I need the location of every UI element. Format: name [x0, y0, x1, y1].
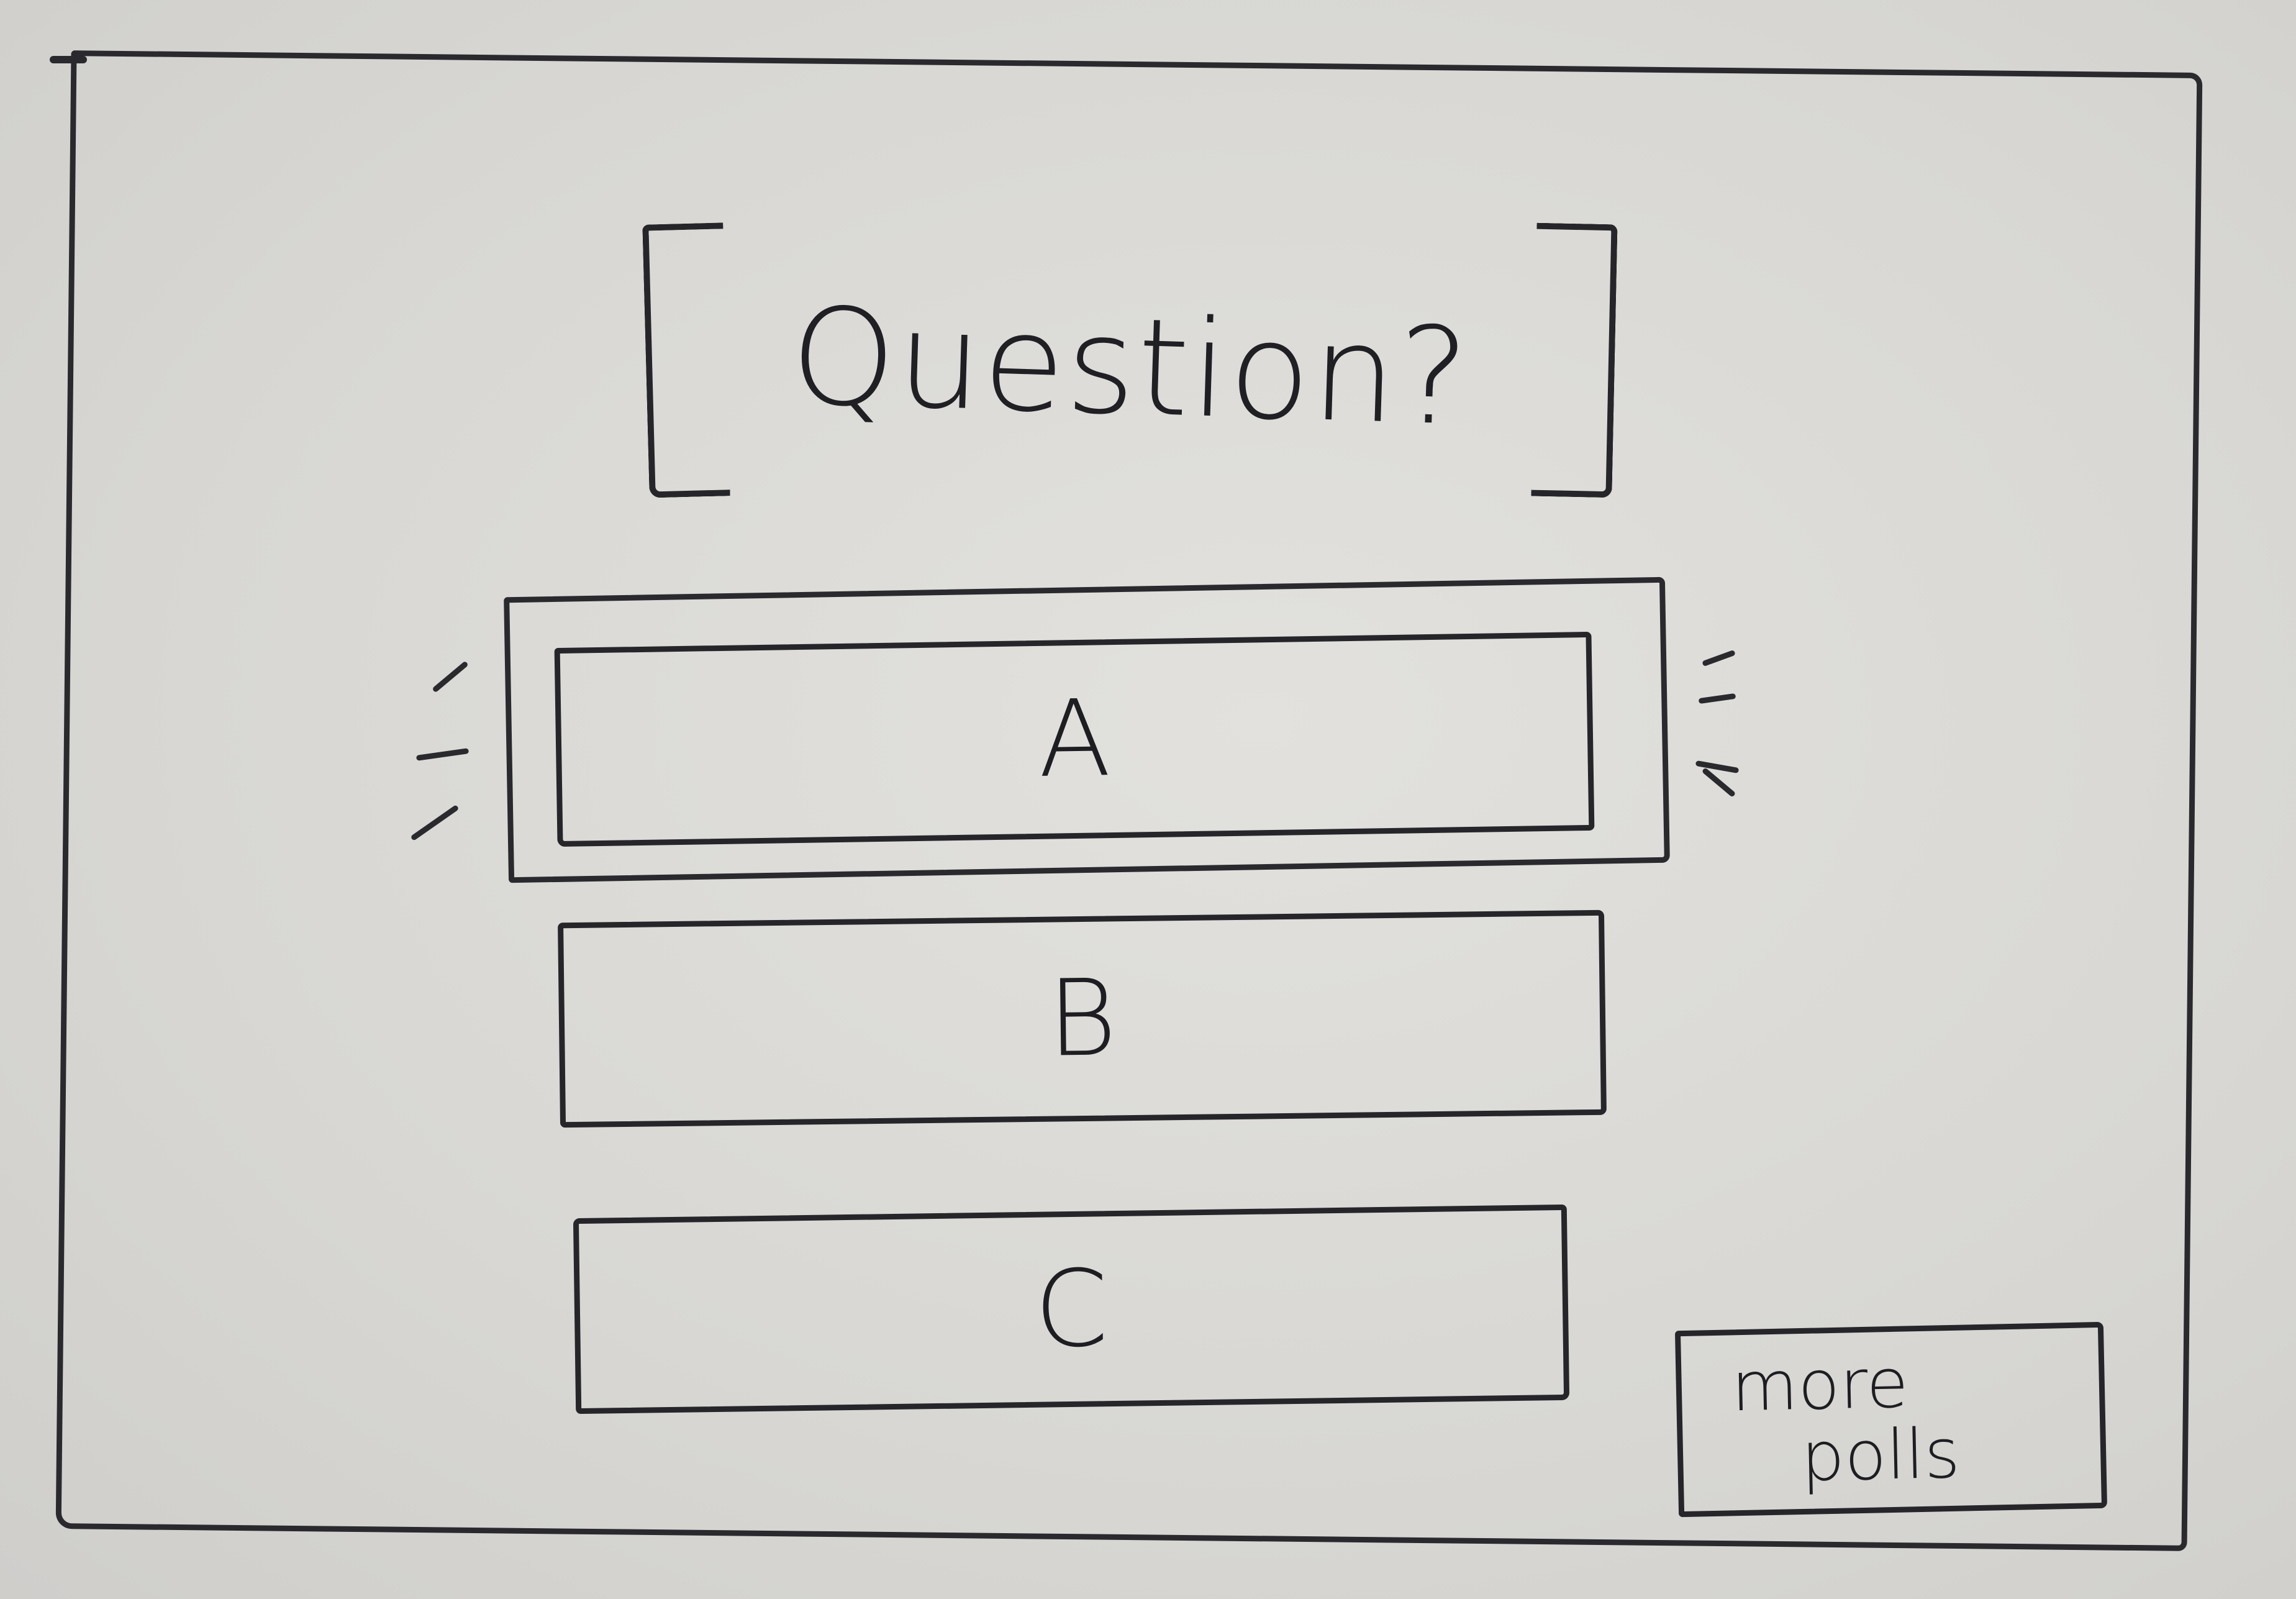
more-polls-label-line2: polls — [1800, 1413, 1961, 1497]
poll-question: Question? — [788, 278, 1472, 455]
more-polls-label-line1: more — [1730, 1342, 1910, 1426]
poll-option-a-label: A — [1037, 677, 1112, 801]
poll-option-a[interactable]: A — [554, 631, 1595, 847]
frame-corner-mark — [50, 56, 87, 63]
more-polls-button[interactable]: more polls — [1674, 1321, 2108, 1518]
question-bracket-left — [642, 222, 730, 498]
poll-option-b-label: B — [1046, 957, 1118, 1081]
question-bracket-right — [1531, 222, 1618, 498]
poll-option-c-label: C — [1033, 1247, 1109, 1372]
poll-option-c[interactable]: C — [573, 1204, 1570, 1414]
poll-option-b[interactable]: B — [558, 909, 1607, 1128]
